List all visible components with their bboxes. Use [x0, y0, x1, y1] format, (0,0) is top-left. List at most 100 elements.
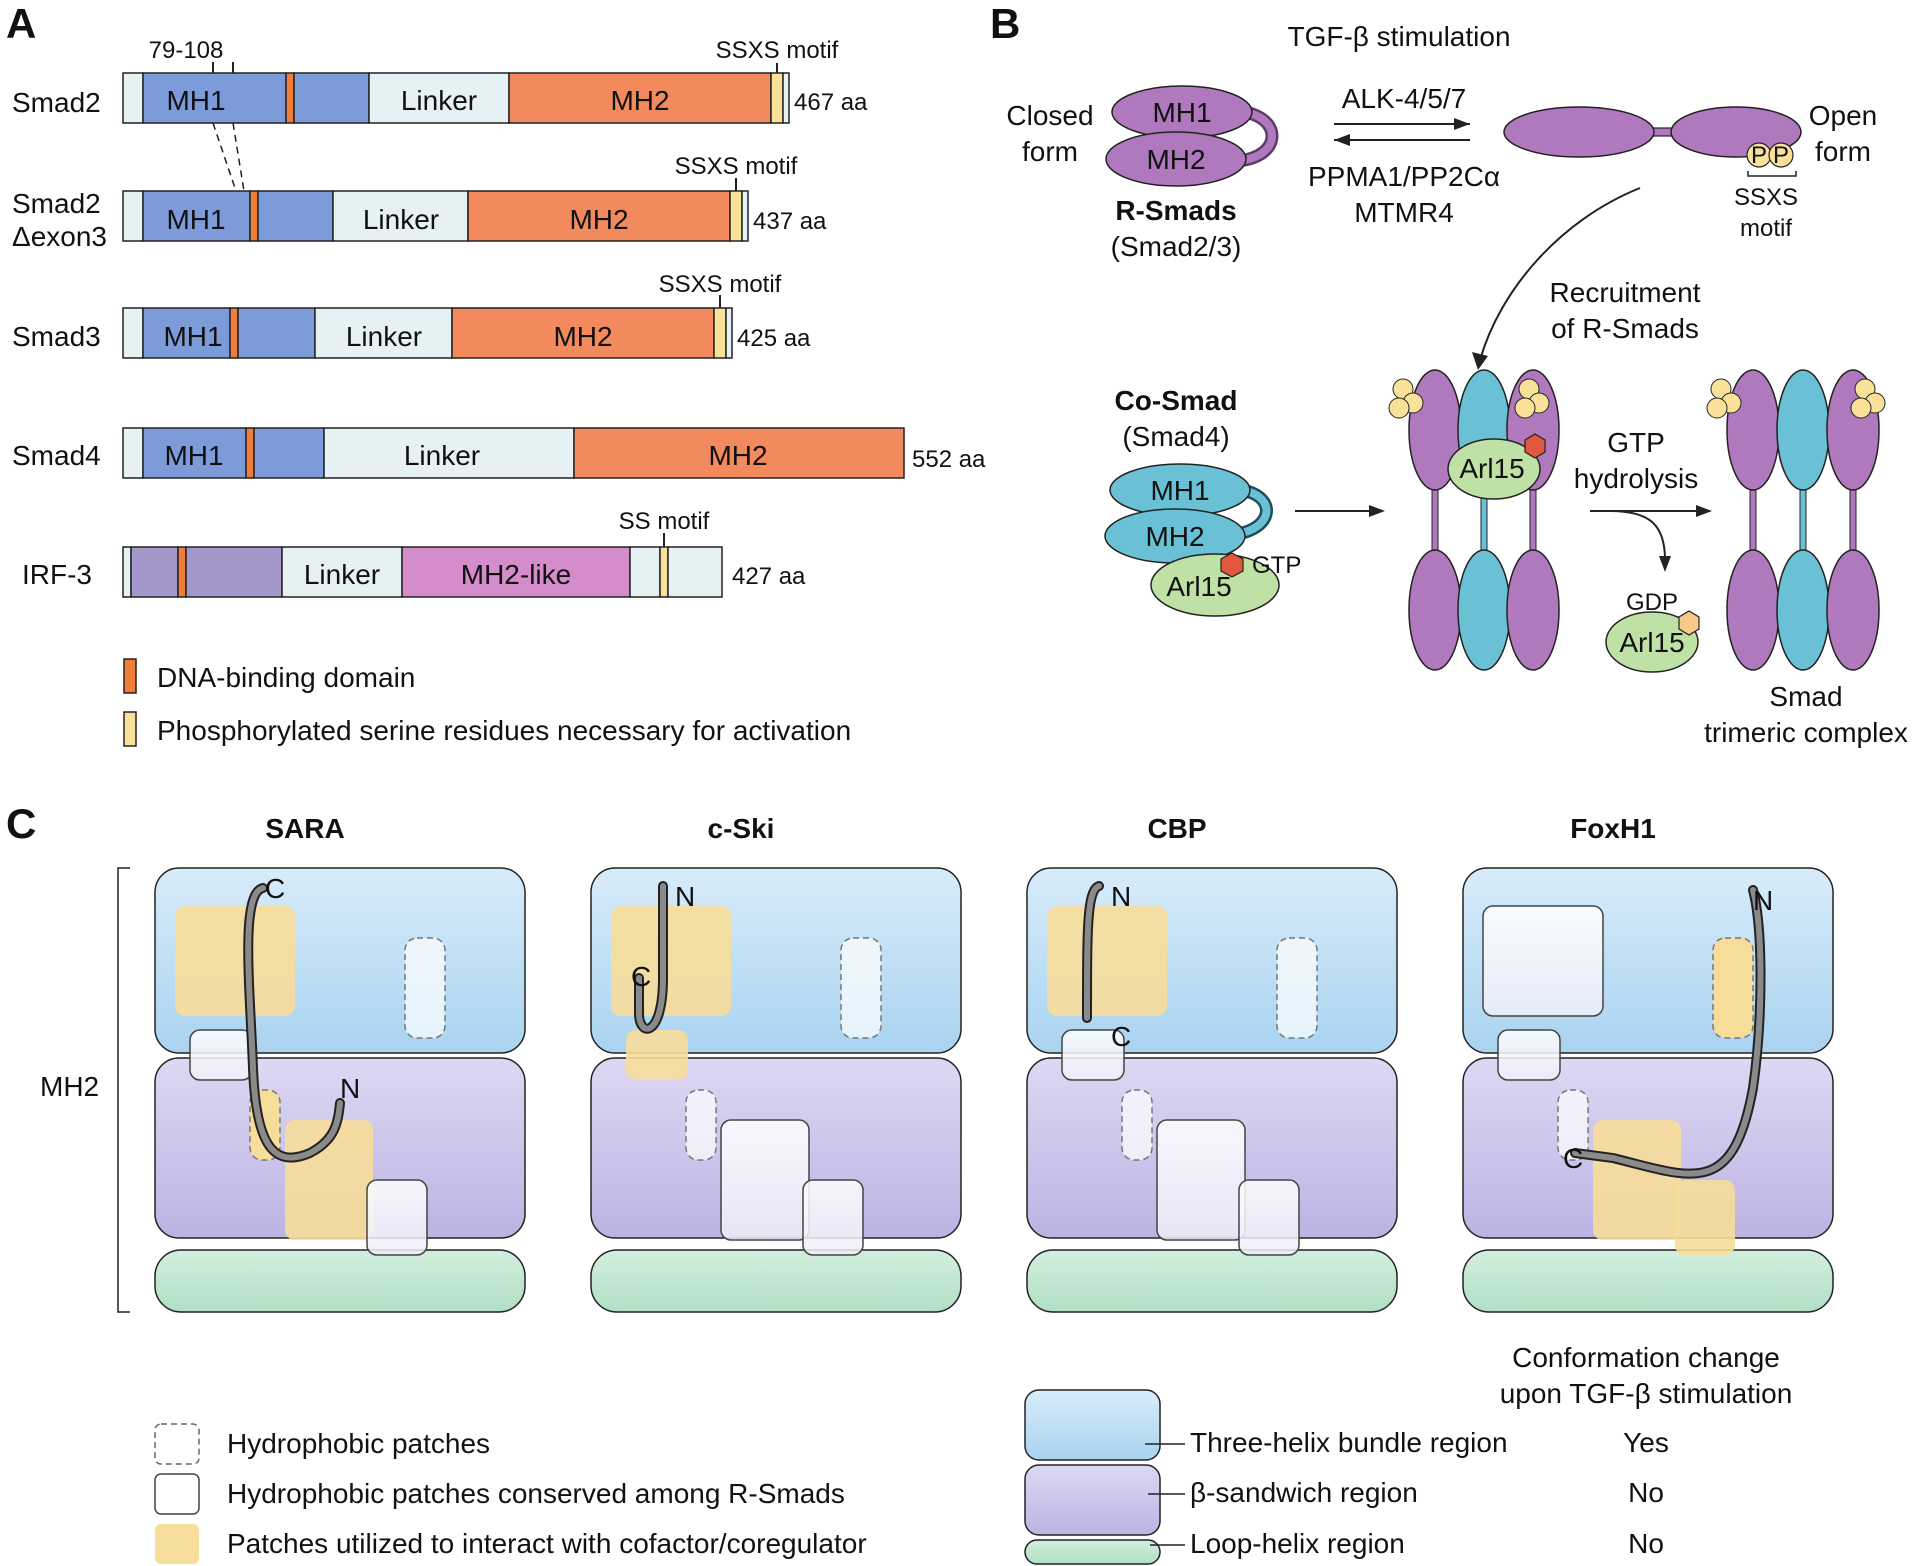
irf3-linker: Linker: [304, 559, 380, 590]
smad3-linker: Linker: [346, 321, 422, 352]
smad4-linker: Linker: [404, 440, 480, 471]
co-smad-arl15: Arl15: [1166, 571, 1231, 602]
panel-a-legend: DNA-binding domain Phosphorylated serine…: [123, 658, 851, 747]
smad4-name: Smad4: [12, 440, 101, 471]
mtmr4-label: MTMR4: [1354, 197, 1454, 228]
r-smad-closed-form: Closed form MH1 MH2 R-Smads (Smad2/3): [1006, 85, 1279, 262]
legend-dna-binding: DNA-binding domain: [157, 662, 415, 693]
pp2c-label: PPMA1/PP2Cα: [1308, 161, 1500, 192]
legend-conserved: Hydrophobic patches conserved among R-Sm…: [227, 1478, 845, 1509]
closed-mh2: MH2: [1146, 144, 1205, 175]
irf3-mh2like: MH2-like: [461, 559, 571, 590]
r-smads-label: R-Smads: [1115, 195, 1236, 226]
strand-n-terminus: N: [675, 881, 695, 912]
co-smad-mh1: MH1: [1150, 475, 1209, 506]
smad2-dexon3-mh2: MH2: [569, 204, 628, 235]
smad4-length: 552 aa: [912, 446, 986, 473]
smad3-length: 425 aa: [737, 325, 811, 352]
open-form-label-1: Open: [1809, 100, 1878, 131]
smad2-mh1: MH1: [166, 85, 225, 116]
smad3-mh2: MH2: [553, 321, 612, 352]
co-smad-sub: (Smad4): [1122, 421, 1229, 452]
smad2-dexon3-name2: Δexon3: [12, 221, 107, 252]
loop-helix: [154, 1249, 526, 1313]
patch-dash: [840, 937, 882, 1039]
cofactor-strand-fill: [1572, 887, 1764, 1177]
panel-c-legend-right: Conformation change upon TGF-β stimulati…: [1024, 1342, 1793, 1565]
closed-mh1: MH1: [1152, 97, 1211, 128]
smad2-bar: Smad2 MH1 Linker MH2 SSXS motif 467 aa: [12, 37, 868, 124]
smad3-bar: Smad3 MH1 Linker MH2 SSXS motif 425 aa: [12, 271, 811, 359]
legend-hydrophobic: Hydrophobic patches: [227, 1428, 490, 1459]
smad2-dexon3-mh1: MH1: [166, 204, 225, 235]
patch-patch: [175, 906, 295, 1016]
mh2-side-label: MH2: [40, 1071, 99, 1102]
ssxs-label-2: motif: [1740, 215, 1792, 242]
trimeric-label-1: Smad: [1769, 681, 1842, 712]
smad2-dexon3-bar: Smad2 Δexon3 MH1 Linker MH2 SSXS motif 4…: [12, 153, 827, 252]
tgf-stimulation-label: TGF-β stimulation: [1287, 21, 1510, 52]
smad2-dexon3-motif: SSXS motif: [675, 153, 798, 180]
closed-form-label-1: Closed: [1006, 100, 1093, 131]
irf3-bar: IRF-3 Linker MH2-like SS motif 427 aa: [22, 508, 806, 598]
trimeric-label-2: trimeric complex: [1704, 717, 1908, 748]
irf3-name: IRF-3: [22, 559, 92, 590]
r-smad-open-form: P P Open form SSXS motif: [1503, 100, 1878, 242]
smad2-motif: SSXS motif: [716, 37, 839, 64]
strand-n-terminus: N: [1753, 885, 1773, 916]
column-title-foxh1: FoxH1: [1570, 813, 1656, 844]
patch-solid: [802, 1179, 864, 1256]
open-form-label-2: form: [1815, 136, 1871, 167]
patch-patch: [1047, 906, 1167, 1016]
cofactor-strand-fill: [245, 885, 343, 1161]
co-smad-mh2: MH2: [1145, 521, 1204, 552]
strand-c-terminus: C: [265, 873, 285, 904]
region-sandwich: β-sandwich region: [1190, 1477, 1418, 1508]
panel-b-letter: B: [990, 0, 1020, 47]
patch-solid: [1238, 1179, 1300, 1256]
panel-a-letter: A: [6, 0, 36, 47]
smad2-dexon3-name: Smad2: [12, 188, 101, 219]
released-arl15: Arl15: [1619, 627, 1684, 658]
change-loop: No: [1628, 1528, 1664, 1559]
released-arl15-gdp: GDP Arl15: [1605, 589, 1700, 673]
patch-dash: [1557, 1089, 1589, 1161]
cofactor-strand-fill: [1084, 883, 1102, 1021]
co-smad-label: Co-Smad: [1115, 385, 1238, 416]
region-bundle: Three-helix bundle region: [1190, 1427, 1508, 1458]
smad4-mh2: MH2: [708, 440, 767, 471]
conformation-header-1: Conformation change: [1512, 1342, 1780, 1373]
co-smad: Co-Smad (Smad4) MH1 MH2 Arl15 GTP: [1104, 385, 1301, 617]
smad4-mh1: MH1: [164, 440, 223, 471]
irf3-motif: SS motif: [619, 508, 710, 535]
ssxs-label-1: SSXS: [1734, 184, 1798, 211]
smad-complex-with-arl15: Arl15: [1388, 369, 1560, 671]
conformation-header-2: upon TGF-β stimulation: [1500, 1378, 1793, 1409]
patch-dash: [1276, 937, 1318, 1039]
smad3-motif: SSXS motif: [659, 271, 782, 298]
recruitment-label-2: of R-Smads: [1551, 313, 1699, 344]
patch-dashpatch: [1712, 937, 1754, 1039]
patch-patch: [1675, 1180, 1735, 1255]
panel-c-legend-left: Hydrophobic patches Hydrophobic patches …: [154, 1423, 867, 1564]
phospho-p-1: P: [1751, 142, 1767, 169]
gdp-label: GDP: [1626, 589, 1678, 616]
irf3-length: 427 aa: [732, 563, 806, 590]
r-smads-sub: (Smad2/3): [1111, 231, 1242, 262]
smad2-linker: Linker: [401, 85, 477, 116]
smad-trimeric-complex: Smad trimeric complex: [1704, 369, 1908, 748]
cofactor-strand-fill: [636, 883, 666, 1032]
patch-solid: [1482, 905, 1604, 1017]
strand-c-terminus: C: [631, 961, 651, 992]
patch-dash: [404, 937, 446, 1039]
strand-c-terminus: C: [1563, 1143, 1583, 1174]
alk-label: ALK-4/5/7: [1342, 83, 1467, 114]
closed-form-label-2: form: [1022, 136, 1078, 167]
legend-cofactor: Patches utilized to interact with cofact…: [227, 1528, 867, 1559]
smad4-bar: Smad4 MH1 Linker MH2 552 aa: [12, 427, 986, 479]
gtp-hydrolysis-1: GTP: [1607, 427, 1665, 458]
